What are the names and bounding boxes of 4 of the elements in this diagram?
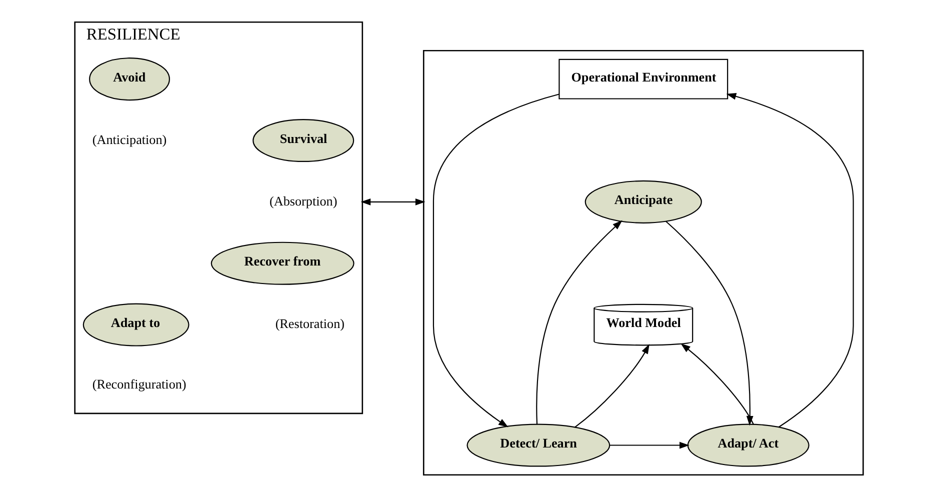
node-label: (Restoration) (275, 316, 344, 331)
node-label: (Absorption) (269, 192, 338, 208)
node-label: (Reconfiguration) (92, 376, 186, 391)
node-label: (Anticipation) (92, 131, 167, 146)
